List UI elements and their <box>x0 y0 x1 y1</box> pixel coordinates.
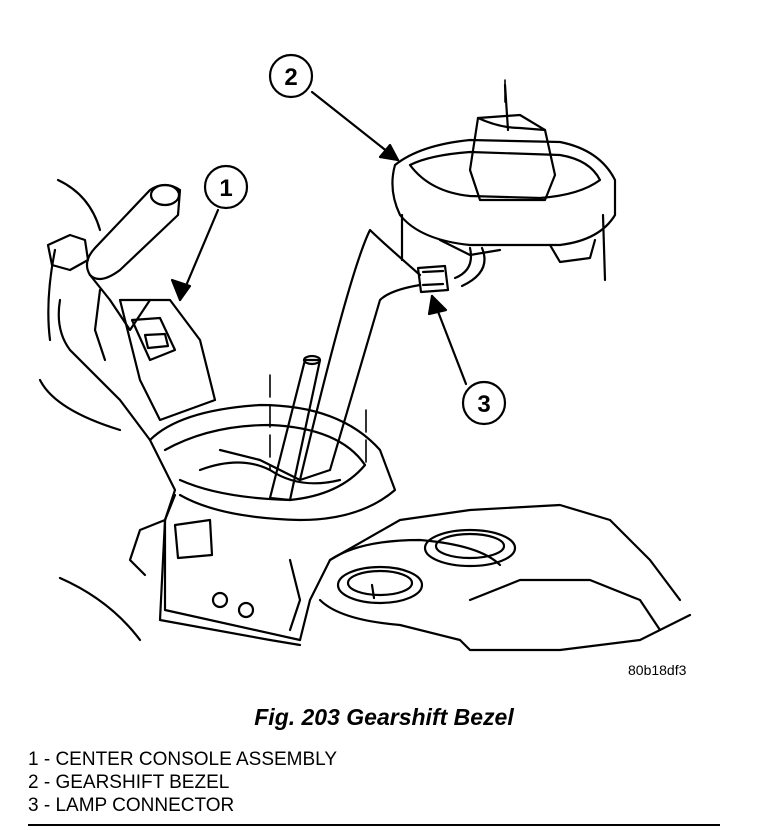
gearshift-bezel-part <box>391 83 617 282</box>
callout-bubble-3 <box>461 380 507 426</box>
callout-leader-1 <box>170 208 220 302</box>
callout-number-1: 1 <box>219 175 232 202</box>
callout-bubble-2 <box>268 53 314 99</box>
figure-legend: 1 - CENTER CONSOLE ASSEMBLY 2 - GEARSHIF… <box>28 748 337 817</box>
callout-bubble-1 <box>203 164 249 210</box>
cup-holder-left <box>336 565 424 605</box>
legend-item: 1 - CENTER CONSOLE ASSEMBLY <box>28 749 338 770</box>
callout-leader-3 <box>427 294 468 386</box>
figure-caption: Fig. 203 Gearshift Bezel <box>254 704 514 730</box>
callout-number-2: 2 <box>284 64 297 91</box>
lamp-connector-part <box>416 264 450 294</box>
parking-brake-handle <box>85 183 182 362</box>
cup-holder-right <box>423 528 517 568</box>
callout-number-3: 3 <box>477 391 490 418</box>
center-console-body <box>57 298 692 652</box>
legend-item: 2 - GEARSHIFT BEZEL <box>28 772 230 793</box>
callout-leader-2 <box>310 90 400 162</box>
left-background-outline <box>38 178 142 642</box>
bottom-divider <box>28 824 720 826</box>
legend-item: 3 - LAMP CONNECTOR <box>28 795 235 816</box>
lamp-wire-harness <box>298 228 486 482</box>
figure-reference-code: 80b18df3 <box>628 662 687 678</box>
alignment-lines <box>269 79 506 471</box>
gearshift-bezel-diagram: 1 2 3 <box>38 53 692 652</box>
